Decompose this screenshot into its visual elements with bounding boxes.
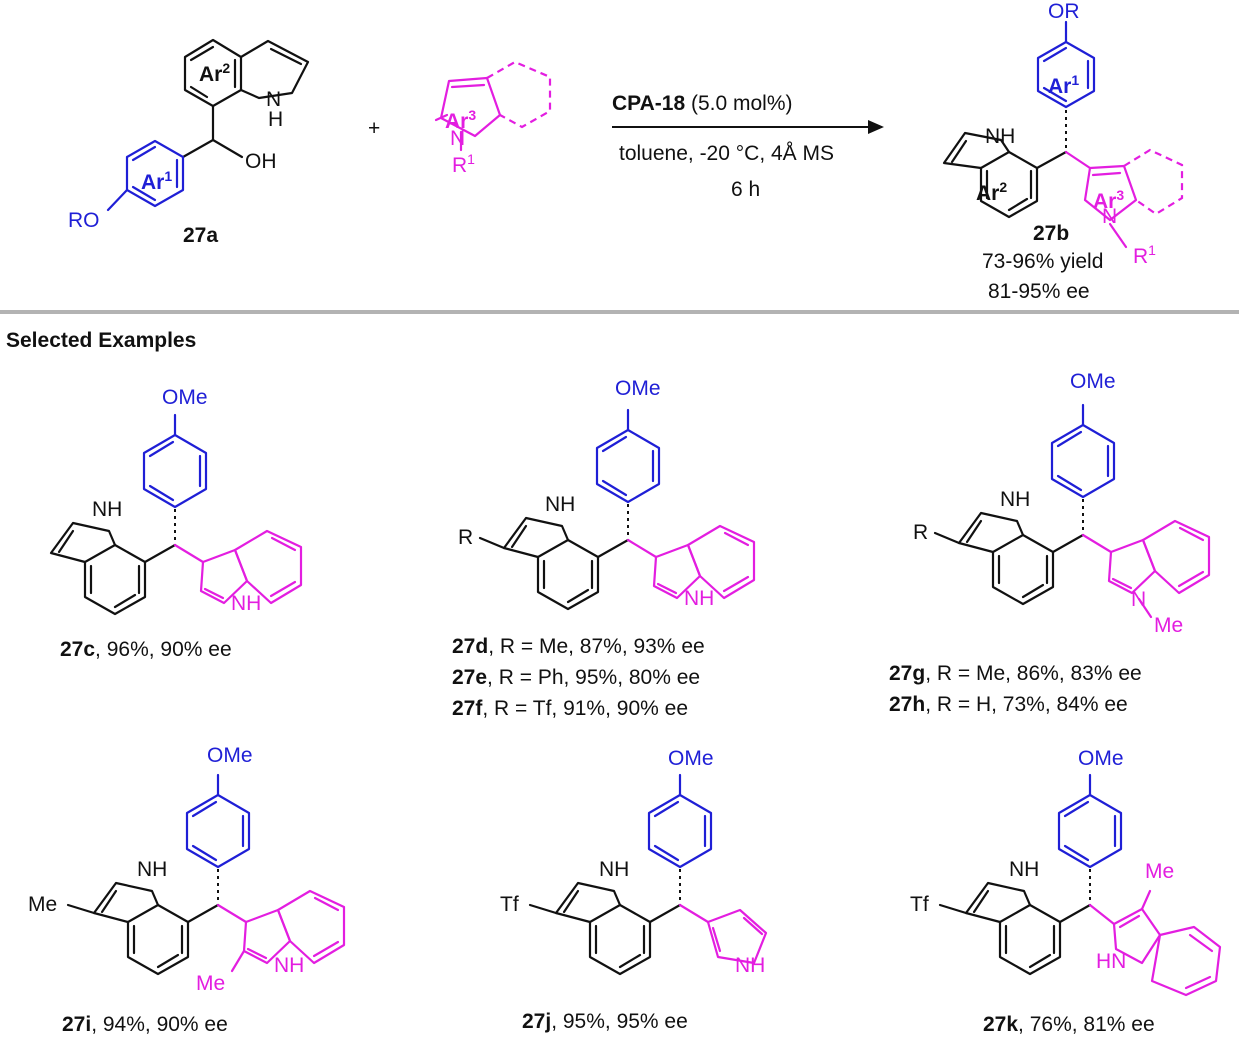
atom-label-r: R <box>913 521 928 544</box>
compound-label-27a: 27a <box>183 224 218 247</box>
atom-label-ar1: Ar1 <box>141 168 172 194</box>
atom-label-nh: NH <box>1000 488 1030 511</box>
example-27g-label: 27g, R = Me, 86%, 83% ee <box>889 662 1142 685</box>
atom-label-ome: OMe <box>1078 747 1124 770</box>
atom-label-ar2: Ar2 <box>199 60 230 86</box>
atom-label-ar2: Ar2 <box>976 179 1007 205</box>
example-27c-label: 27c, 96%, 90% ee <box>60 638 232 661</box>
product-27b-structure: OR Ar1 NH Ar2 Ar3 N R1 27b 73-96% yield … <box>942 0 1184 303</box>
reaction-arrow: CPA-18 (5.0 mol%) toluene, -20 °C, 4Å MS… <box>612 92 884 201</box>
atom-label-nh: NH <box>684 587 714 610</box>
atom-label-nh: NH <box>92 498 122 521</box>
plus-sign: + <box>368 117 380 140</box>
example-27d-label: 27d, R = Me, 87%, 93% ee <box>452 635 705 658</box>
reactant-27a-labels: Ar2 N H OH Ar1 RO 27a <box>68 60 283 247</box>
conditions-text: toluene, -20 °C, 4Å MS <box>619 142 834 165</box>
atom-label-ome: OMe <box>615 377 661 400</box>
atom-label-nh: NH <box>1009 858 1039 881</box>
atom-label-nh: NH <box>735 954 765 977</box>
compound-label-27b: 27b <box>1033 222 1069 245</box>
section-divider <box>0 310 1239 314</box>
example-27f-label: 27f, R = Tf, 91%, 90% ee <box>452 697 688 720</box>
section-title: Selected Examples <box>6 329 196 352</box>
atom-label-nh: NH <box>985 125 1015 148</box>
time-text: 6 h <box>731 178 760 201</box>
atom-label-ar3: Ar3 <box>1093 187 1124 213</box>
example-27j-structure <box>528 773 768 976</box>
atom-label-ome: OMe <box>207 744 253 767</box>
example-27c-structure <box>49 413 303 616</box>
atom-label-ar1: Ar1 <box>1048 72 1079 98</box>
atom-label-nh: NH <box>545 493 575 516</box>
example-27j-label: 27j, 95%, 95% ee <box>522 1010 688 1033</box>
catalyst-text: CPA-18 (5.0 mol%) <box>612 92 793 115</box>
atom-label-hn: HN <box>1096 950 1126 973</box>
example-27d-f-structure <box>478 408 756 611</box>
atom-label-h: H <box>268 108 283 131</box>
atom-label-me: Me <box>1145 860 1174 883</box>
example-27g-h-structure <box>933 403 1211 619</box>
example-27k-label: 27k, 76%, 81% ee <box>983 1013 1155 1036</box>
atom-label-ome: OMe <box>1070 370 1116 393</box>
reactant-heteroarene-structure: Ar3 N R1 <box>434 60 552 177</box>
atom-label-nh: NH <box>137 858 167 881</box>
atom-label-n: N <box>266 88 281 111</box>
atom-label-r1: R1 <box>1133 242 1156 268</box>
example-27h-label: 27h, R = H, 73%, 84% ee <box>889 693 1128 716</box>
yield-range-text: 73-96% yield <box>982 250 1103 273</box>
atom-label-n: N <box>1102 205 1117 228</box>
atom-label-tf: Tf <box>500 893 519 916</box>
example-27k-structure <box>938 773 1222 997</box>
atom-label-me: Me <box>1154 614 1183 637</box>
atom-label-ome: OMe <box>668 747 714 770</box>
atom-label-me: Me <box>28 893 57 916</box>
reactant-27a-structure <box>106 38 310 212</box>
atom-label-n: N <box>450 127 465 150</box>
atom-label-ar3: Ar3 <box>445 107 476 133</box>
atom-label-n: N <box>1131 588 1146 611</box>
atom-label-nh: NH <box>231 592 261 615</box>
example-27i-label: 27i, 94%, 90% ee <box>62 1013 228 1036</box>
atom-label-or: OR <box>1048 0 1080 23</box>
example-27e-label: 27e, R = Ph, 95%, 80% ee <box>452 666 700 689</box>
atom-label-ro: RO <box>68 209 100 232</box>
atom-label-me: Me <box>196 972 225 995</box>
atom-label-oh: OH <box>245 150 277 173</box>
example-27i-structure <box>66 773 346 976</box>
atom-label-r: R <box>458 526 473 549</box>
atom-label-nh: NH <box>274 954 304 977</box>
atom-label-nh: NH <box>599 858 629 881</box>
atom-label-r1: R1 <box>452 151 475 177</box>
atom-label-ome: OMe <box>162 386 208 409</box>
ee-range-text: 81-95% ee <box>988 280 1090 303</box>
atom-label-tf: Tf <box>910 893 929 916</box>
